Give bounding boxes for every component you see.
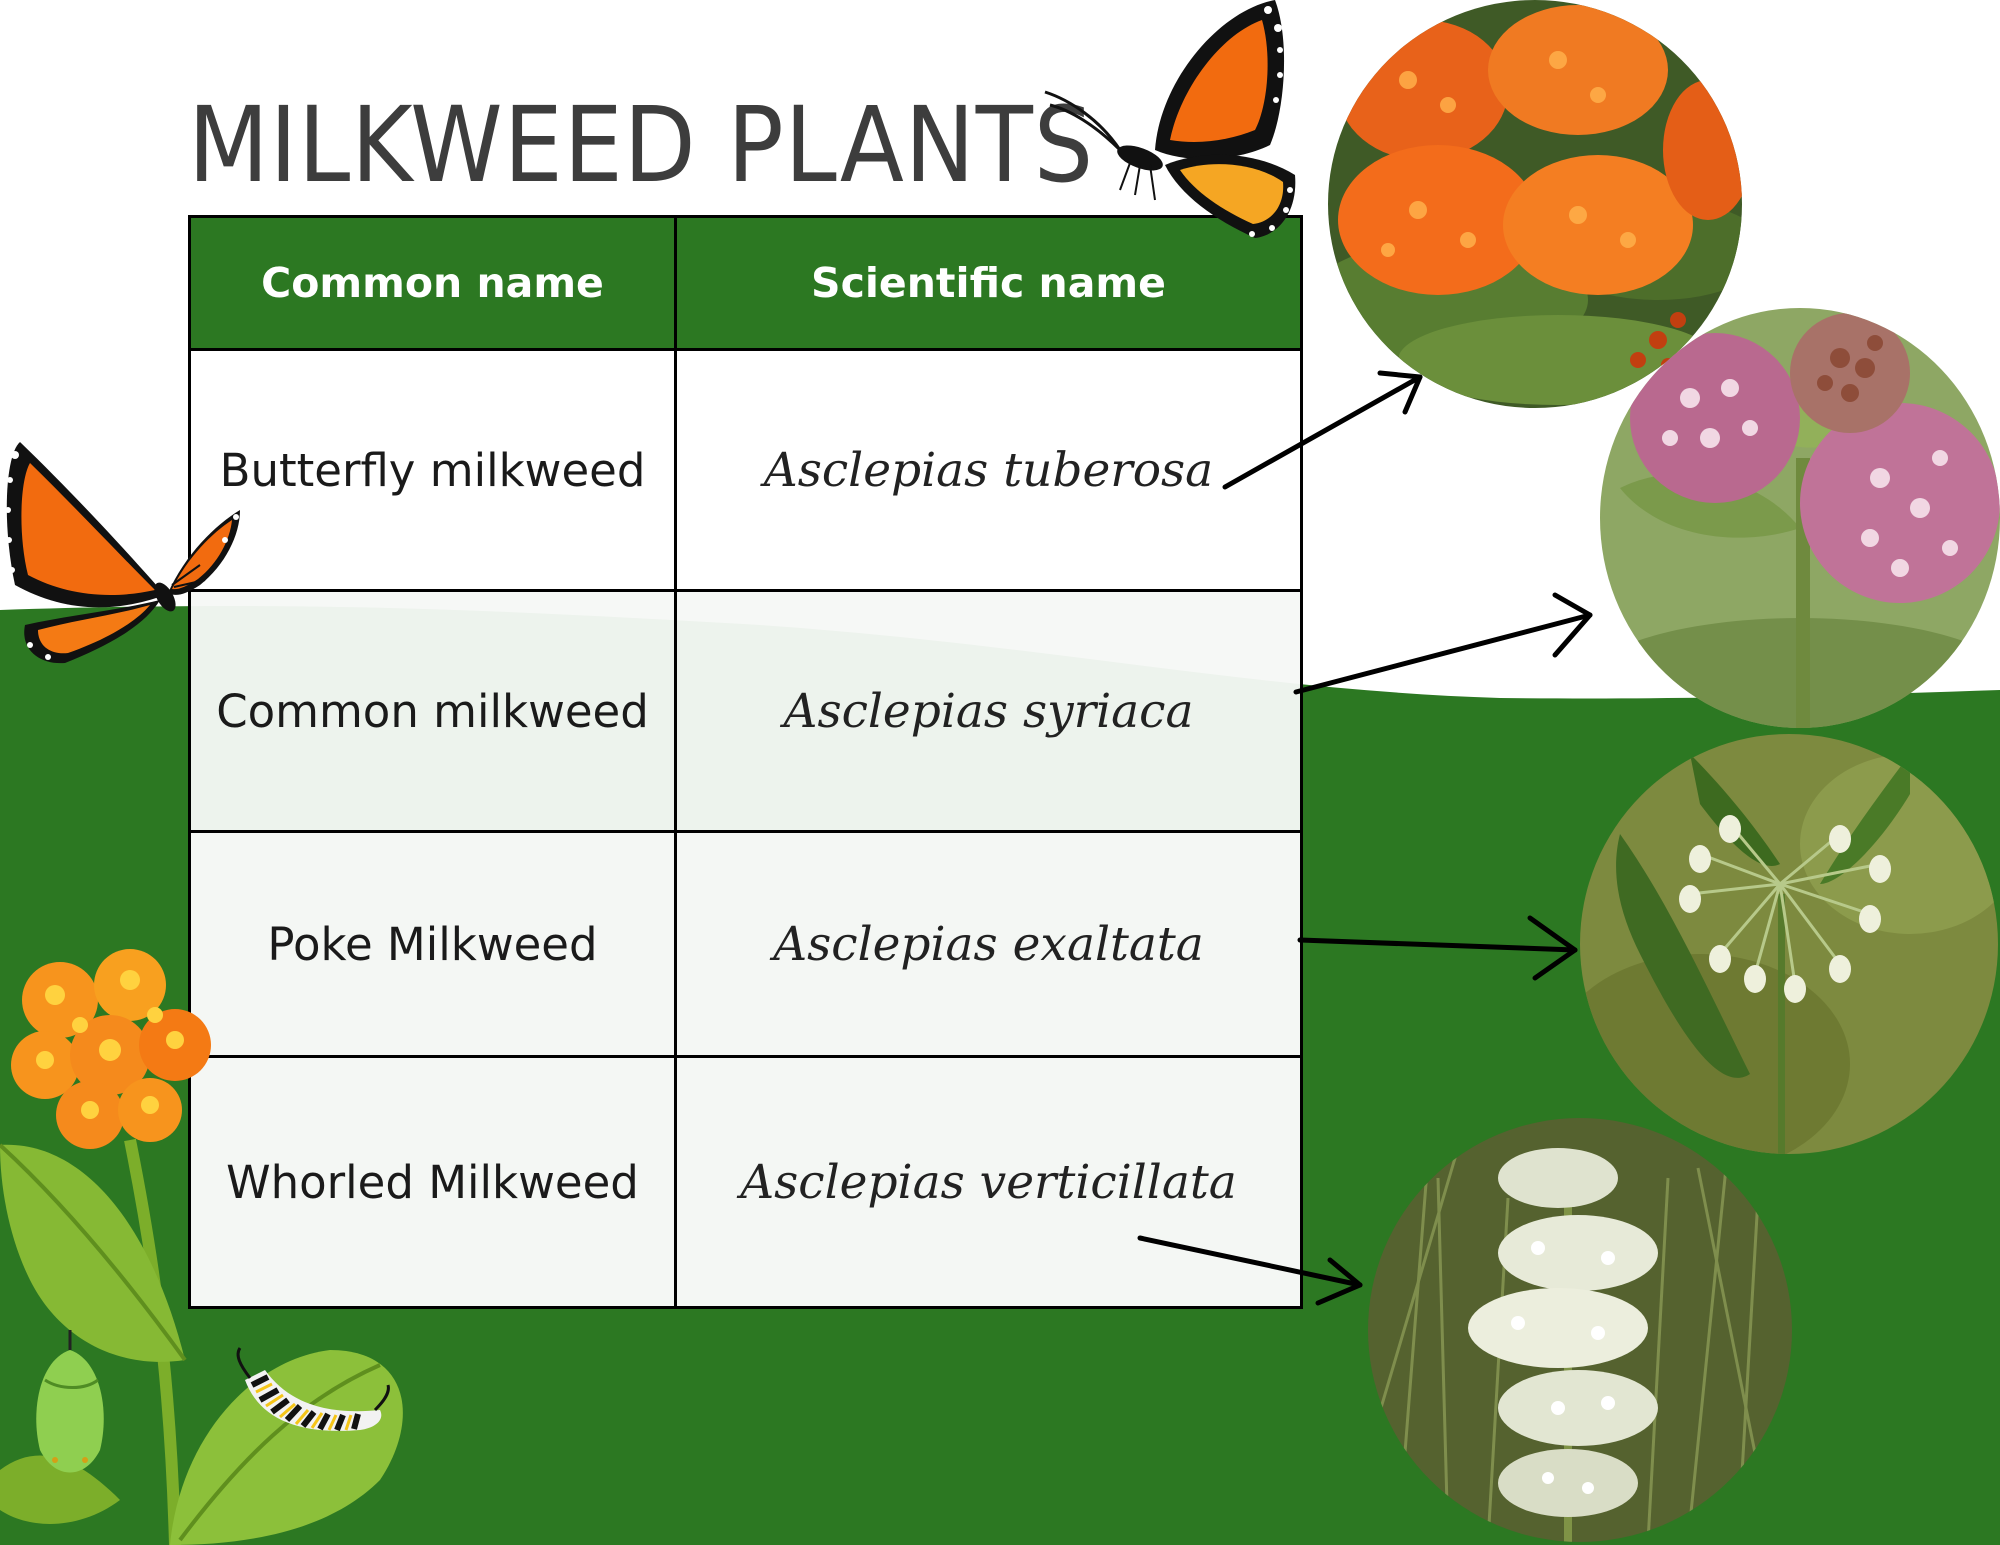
monarch-butterfly-icon	[5, 442, 240, 664]
scientific-name-cell: Asclepias verticillata	[674, 1055, 1303, 1309]
chrysalis-icon	[36, 1330, 104, 1473]
milkweed-flower-icon	[0, 949, 403, 1545]
column-header-common-name: Common name	[188, 215, 677, 351]
common-name-cell: Whorled Milkweed	[188, 1055, 677, 1309]
table-header-row: Common name Scientific name	[188, 215, 1303, 351]
common-milkweed-photo	[1600, 308, 2000, 728]
whorled-milkweed-photo	[1368, 1118, 1792, 1542]
table-row: Butterfly milkweed Asclepias tuberosa	[188, 348, 1303, 592]
milkweed-table: Common name Scientific name Butterfly mi…	[188, 215, 1303, 1309]
poke-milkweed-photo	[1580, 734, 1998, 1154]
column-header-scientific-name: Scientific name	[674, 215, 1303, 351]
common-name-cell: Butterfly milkweed	[188, 348, 677, 592]
butterfly-milkweed-photo	[1328, 0, 1742, 408]
scientific-name-cell: Asclepias tuberosa	[674, 348, 1303, 592]
common-name-cell: Poke Milkweed	[188, 830, 677, 1058]
table-row: Poke Milkweed Asclepias exaltata	[188, 830, 1303, 1058]
table-row: Common milkweed Asclepias syriaca	[188, 589, 1303, 833]
page-title: MILKWEED PLANTS	[188, 84, 1095, 206]
monarch-butterfly-icon	[1044, 0, 1296, 238]
monarch-caterpillar-icon	[236, 1347, 390, 1432]
common-name-cell: Common milkweed	[188, 589, 677, 833]
scientific-name-cell: Asclepias syriaca	[674, 589, 1303, 833]
scientific-name-cell: Asclepias exaltata	[674, 830, 1303, 1058]
